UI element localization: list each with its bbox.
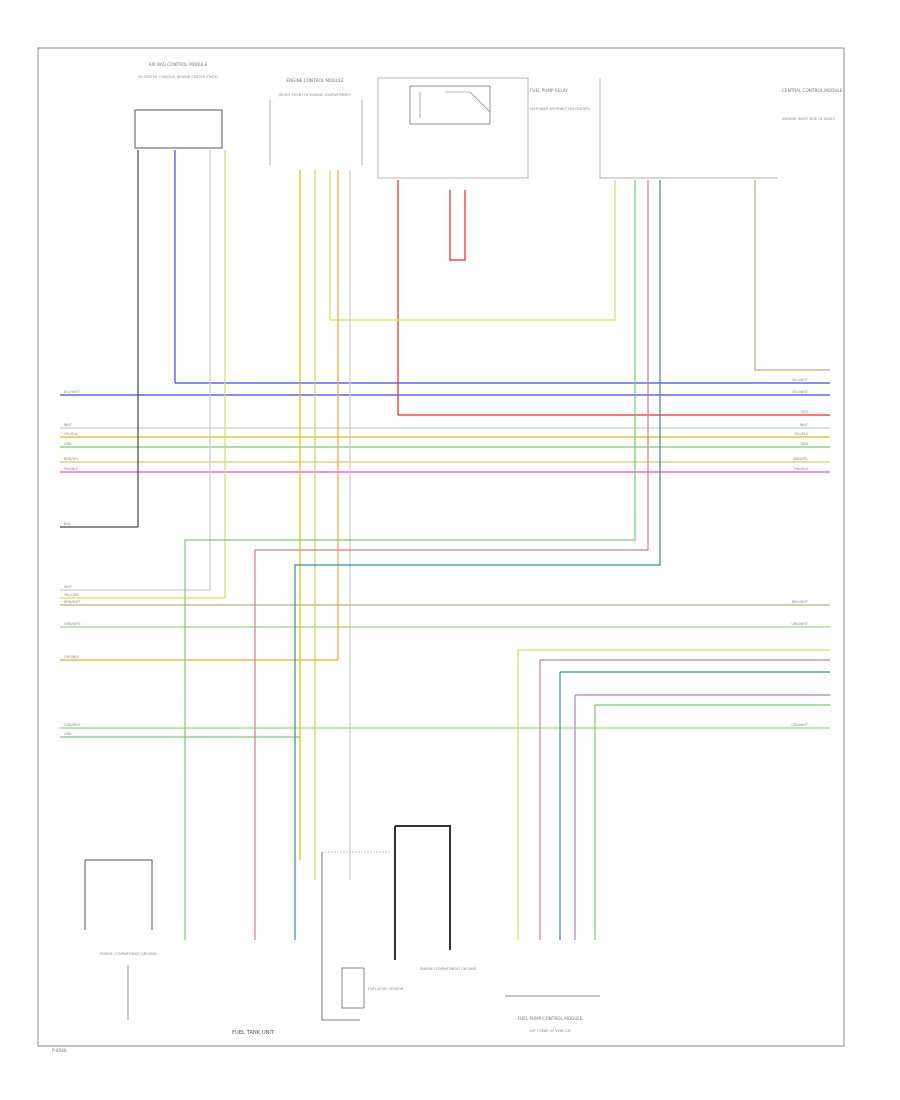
routed-wire-13 xyxy=(754,180,830,371)
bus-label-right-7: PNK/BLK xyxy=(794,467,809,471)
bus-label-right-1: BLU/WHT xyxy=(792,390,809,394)
gnd2-label: ENGINE COMPARTMENT GROUND xyxy=(420,967,477,971)
routed-wire-15 xyxy=(539,659,830,940)
rcm-box xyxy=(134,109,223,149)
bus-label-left-7: PNK/BLK xyxy=(64,467,79,471)
bus-label-left-9: WHT xyxy=(64,585,73,589)
bus-label-left-10: YEL/GRN xyxy=(64,593,79,597)
ecm-sub: (RIGHT FRONT OF ENGINE COMPARTMENT) xyxy=(279,93,352,97)
bus-label-right-11: BRN/WHT xyxy=(792,600,809,604)
bus-label-right-6: BRN/YEL xyxy=(794,457,809,461)
bus-label-right-5: GRN xyxy=(800,442,808,446)
bus-label-left-11: BRN/WHT xyxy=(64,600,81,604)
fuel-level-sensor-label: FUEL LEVEL SENSOR xyxy=(368,987,404,991)
rcm-label: AIR BAG CONTROL MODULE xyxy=(149,62,208,67)
routed-wire-7 xyxy=(329,170,616,321)
fprelay-label: FUEL PUMP RELAY xyxy=(530,88,568,93)
component-ground-1: ENGINE COMPARTMENT GROUND xyxy=(84,859,157,1020)
fuel-tank-label: FUEL TANK UNIT xyxy=(232,1030,275,1036)
bus-label-left-6: BRN/YEL xyxy=(64,457,79,461)
component-fuel-pump-relay: FUEL PUMP RELAY (IN POWER DISTRIBUTION C… xyxy=(377,77,591,179)
routed-wire-17 xyxy=(574,694,830,940)
routed-wire-11 xyxy=(254,180,649,940)
component-fpcm: FUEL PUMP CONTROL MODULE (LEFT REAR OF V… xyxy=(505,995,600,1033)
bus-label-left-14: GRN/WHT xyxy=(64,723,82,727)
routed-wire-10 xyxy=(184,180,636,940)
ccm-sub: (BEHIND RIGHT SIDE OF DASH) xyxy=(782,117,836,121)
component-ecm: ENGINE CONTROL MODULE (RIGHT FRONT OF EN… xyxy=(269,78,363,165)
ccm-label: CENTRAL CONTROL MODULE xyxy=(782,88,843,93)
bus-label-left-3: WHT xyxy=(64,423,73,427)
bus-label-right-0: BLU/WHT xyxy=(792,378,809,382)
fprelay-sub: (IN POWER DISTRIBUTION CENTER) xyxy=(530,107,591,111)
bus-label-left-1: BLU/WHT xyxy=(64,390,81,394)
component-ccm: CENTRAL CONTROL MODULE (BEHIND RIGHT SID… xyxy=(599,78,843,179)
fpcm-label: FUEL PUMP CONTROL MODULE xyxy=(518,1016,583,1021)
bus-label-left-8: BLK xyxy=(64,522,71,526)
component-fuel-pump-module: ENGINE COMPARTMENT GROUND FUEL LEVEL SEN… xyxy=(232,825,477,1036)
gnd1-label: ENGINE COMPARTMENT GROUND xyxy=(100,952,157,956)
fpcm-sub: (LEFT REAR OF VEHICLE) xyxy=(529,1029,572,1033)
routed-wire-19 xyxy=(449,190,466,261)
routed-wire-18 xyxy=(594,704,830,940)
routed-wire-12 xyxy=(294,180,661,940)
vertical-wires xyxy=(137,150,830,940)
bus-label-right-14: GRN/WHT xyxy=(791,723,809,727)
bus-label-right-4: YEL/BLK xyxy=(794,432,808,436)
bus-label-left-13: ORG/BLK xyxy=(64,655,80,659)
ecm-label: ENGINE CONTROL MODULE xyxy=(286,78,344,83)
routed-wire-16 xyxy=(559,671,830,940)
bus-wires: BLU/WHT BLU/WHT BLU/WHT RED WHT WHT YEL/BLK YEL… xyxy=(60,378,830,738)
routed-wire-14 xyxy=(517,649,830,940)
rcm-sub: (IN CENTER CONSOLE, BEHIND CENTER STACK) xyxy=(138,75,219,79)
bus-label-left-12: GRN/WHT xyxy=(64,622,82,626)
bus-label-right-12: GRN/WHT xyxy=(791,622,809,626)
bus-label-left-15: GRN xyxy=(64,732,72,736)
bus-label-right-3: WHT xyxy=(800,423,809,427)
bus-label-right-2: RED xyxy=(801,410,808,414)
page-id: P-8560 xyxy=(52,1048,67,1053)
bus-label-left-4: YEL/BLK xyxy=(64,432,78,436)
component-rcm: AIR BAG CONTROL MODULE (IN CENTER CONSOL… xyxy=(134,62,223,149)
bus-label-left-5: GRN xyxy=(64,442,72,446)
diagram-frame xyxy=(37,47,845,1047)
